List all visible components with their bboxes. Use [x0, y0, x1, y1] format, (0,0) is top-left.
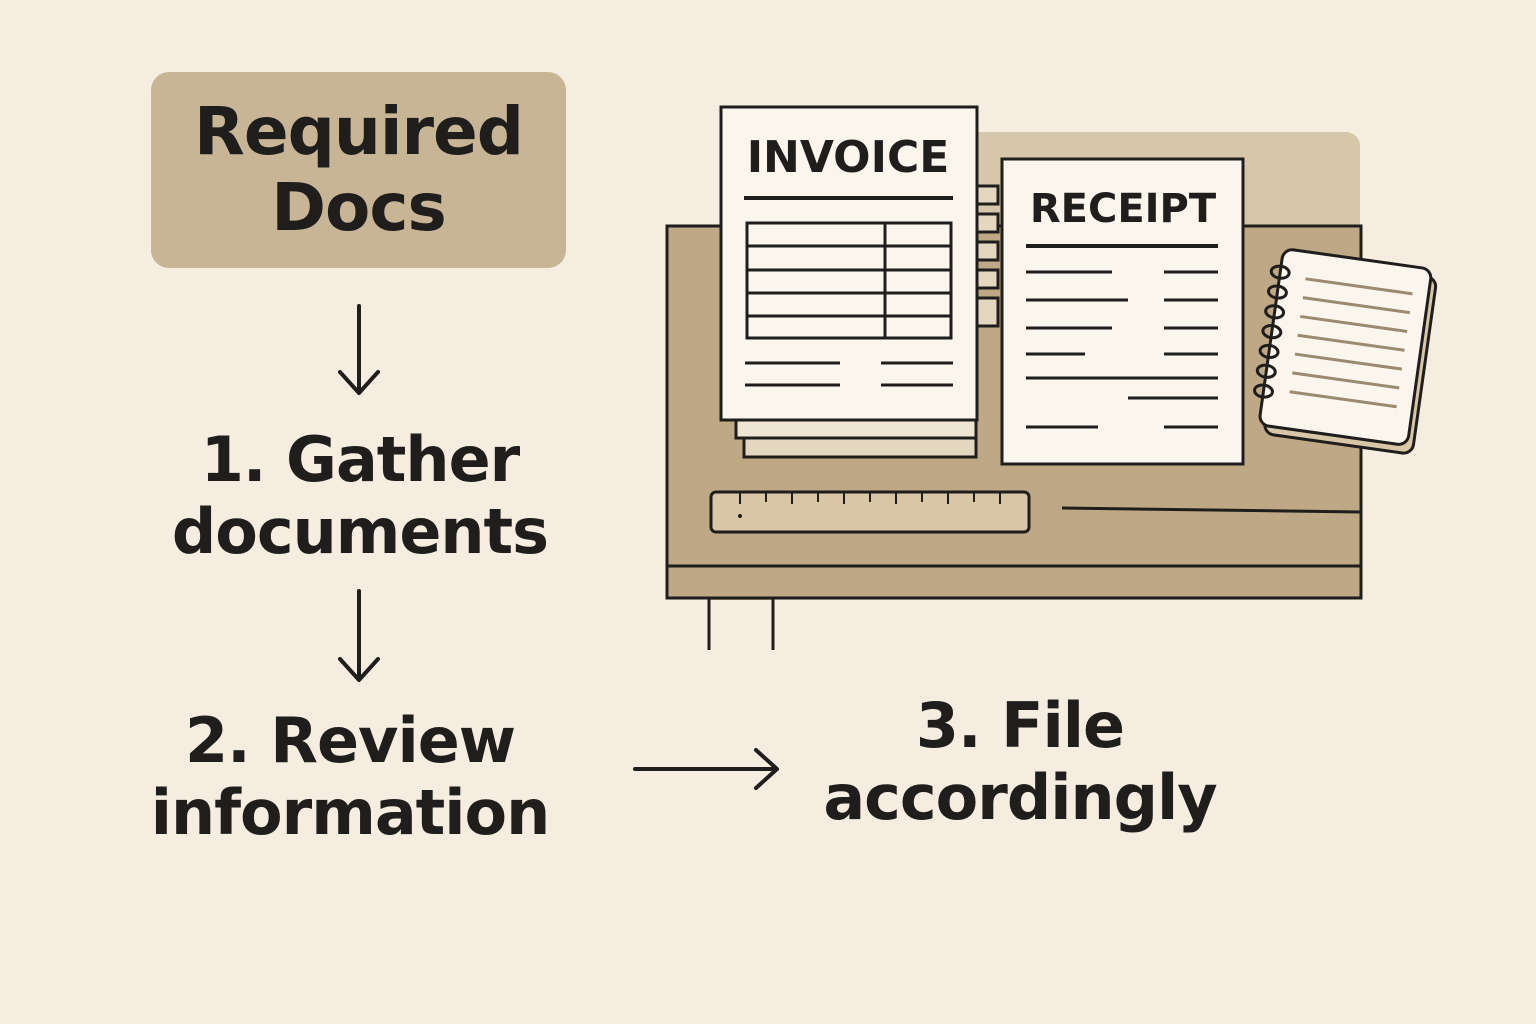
step-2-line-1: 2. Review [184, 704, 516, 777]
invoice-icon: INVOICE [719, 105, 979, 422]
receipt-icon: RECEIPT [1000, 157, 1245, 466]
down-arrow-icon [338, 589, 380, 682]
notepad-icon [1253, 248, 1438, 455]
receipt-label: RECEIPT [1030, 186, 1217, 232]
step-1-line-1: 1. Gather [200, 423, 520, 496]
step-3-line-2: accordingly [823, 761, 1217, 834]
step-3-line-1: 3. File [915, 689, 1125, 762]
step-2-line-2: information [150, 776, 551, 849]
invoice-label: INVOICE [747, 132, 950, 183]
step-1: 1. Gather documents [140, 424, 580, 568]
title-line-1: Required [194, 93, 524, 170]
title-box: Required Docs [151, 72, 566, 268]
ruler-icon [709, 490, 1031, 534]
right-arrow-icon [633, 748, 779, 790]
step-3: 3. File accordingly [800, 690, 1240, 834]
desk-illustration: INVOICE RECEIPT [665, 105, 1438, 660]
diagram-title: Required Docs [194, 93, 524, 246]
step-2: 2. Review information [130, 705, 570, 849]
down-arrow-icon [338, 304, 380, 395]
title-line-2: Docs [271, 169, 447, 246]
step-1-line-2: documents [171, 495, 549, 568]
